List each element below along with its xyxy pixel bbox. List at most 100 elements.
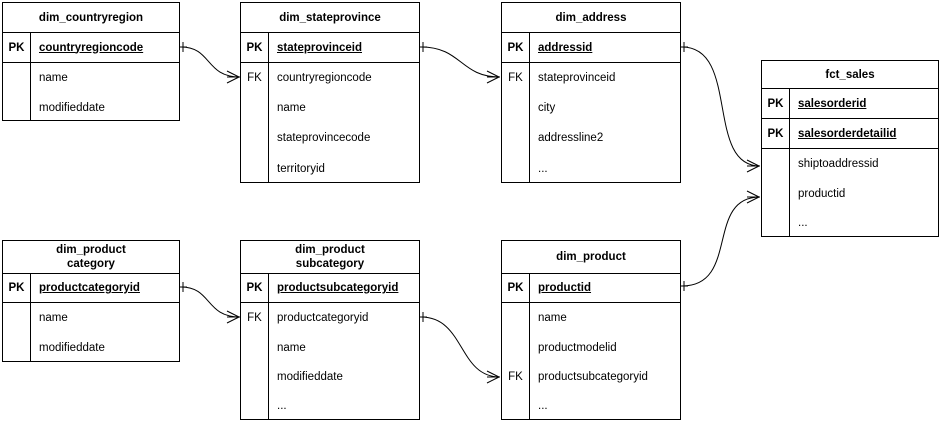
foreign-key-label: FK	[508, 72, 523, 84]
attribute-row[interactable]: ...	[762, 209, 938, 237]
attribute-row[interactable]: name	[241, 333, 419, 362]
attribute-name: productcategoryid	[277, 312, 369, 324]
relationship-line[interactable]	[420, 46, 501, 78]
attribute-row[interactable]: productmodelid	[502, 333, 680, 362]
attribute-name: name	[277, 341, 306, 354]
attribute-name: ...	[798, 217, 808, 229]
attribute-name: productid	[798, 188, 846, 200]
key-column-empty	[3, 303, 30, 333]
entity-title: dim_product subcategory	[241, 241, 419, 274]
key-column-divider	[529, 33, 530, 182]
entity-title: fct_sales	[762, 61, 938, 89]
attribute-row[interactable]: ...	[502, 153, 680, 184]
key-column-empty	[502, 303, 529, 333]
attribute-row[interactable]: PK productcategoryid	[3, 274, 179, 303]
attribute-row[interactable]: name	[3, 303, 179, 333]
attribute-name: countryregioncode	[277, 72, 372, 84]
cardinality-many-marker	[226, 70, 240, 84]
attribute-row[interactable]: shiptoaddressid	[762, 149, 938, 179]
attribute-row[interactable]: modifieddate	[3, 93, 179, 123]
attribute-name: stateprovinceid	[277, 41, 362, 54]
attribute-row[interactable]: name	[502, 303, 680, 333]
crowsfoot-prong-upper	[486, 70, 500, 78]
relationship-rel-stateprovince-address[interactable]	[419, 42, 501, 84]
attribute-row[interactable]: PK stateprovinceid	[241, 33, 419, 63]
primary-key-label: PK	[507, 41, 524, 54]
attribute-name: ...	[538, 162, 548, 175]
crowsfoot-prong-upper	[226, 310, 240, 318]
attribute-row[interactable]: ...	[241, 392, 419, 420]
entity-title: dim_stateprovince	[241, 3, 419, 33]
relationship-rel-product-fctsales[interactable]	[680, 190, 761, 291]
primary-key-label: PK	[767, 97, 784, 110]
primary-key-label: PK	[8, 41, 25, 54]
relationship-line[interactable]	[681, 46, 761, 167]
attribute-name: modifieddate	[277, 371, 343, 383]
attribute-name: city	[538, 102, 556, 114]
entity-title: dim_countryregion	[3, 3, 179, 33]
attribute-row[interactable]: productid	[762, 179, 938, 209]
relationship-line[interactable]	[681, 196, 761, 287]
attribute-row[interactable]: name	[3, 63, 179, 93]
key-column-empty	[3, 63, 30, 93]
relationship-rel-productcategory-productsubcategory[interactable]	[179, 282, 241, 324]
key-column-empty	[241, 333, 268, 362]
attribute-row[interactable]: PK salesorderdetailid	[762, 119, 938, 149]
attribute-row[interactable]: ...	[502, 392, 680, 420]
key-column-empty	[502, 123, 529, 153]
entity-title: dim_address	[502, 3, 680, 33]
attribute-row[interactable]: stateprovincecode	[241, 123, 419, 153]
attribute-row[interactable]: PK countryregioncode	[3, 33, 179, 63]
attribute-name: productcategoryid	[39, 282, 140, 294]
attribute-row[interactable]: territoryid	[241, 153, 419, 184]
relationship-rel-address-fctsales[interactable]	[680, 42, 761, 173]
attribute-row[interactable]: name	[241, 93, 419, 123]
attribute-name: productsubcategoryid	[538, 371, 648, 383]
key-column-empty	[502, 392, 529, 420]
attribute-row[interactable]: modifieddate	[3, 333, 179, 362]
key-column-empty	[241, 123, 268, 153]
primary-key-label: PK	[246, 41, 263, 54]
attribute-row[interactable]: modifieddate	[241, 362, 419, 392]
crowsfoot-prong-lower	[746, 165, 760, 173]
attribute-name: salesorderdetailid	[798, 127, 897, 140]
relationship-line[interactable]	[420, 316, 501, 378]
crowsfoot-prong-upper	[486, 370, 500, 378]
primary-key-label: PK	[767, 127, 784, 140]
cardinality-many-marker	[746, 159, 760, 173]
attribute-row[interactable]: addressline2	[502, 123, 680, 153]
attribute-row[interactable]: PK salesorderid	[762, 89, 938, 119]
attribute-name: name	[39, 312, 68, 324]
attribute-name: countryregioncode	[39, 41, 144, 54]
relationship-line[interactable]	[180, 46, 241, 78]
attribute-name: salesorderid	[798, 97, 867, 110]
relationship-rel-countryregion-stateprovince[interactable]	[179, 42, 241, 84]
primary-key-label: PK	[8, 282, 25, 294]
key-column-empty	[3, 93, 30, 123]
crowsfoot-prong-upper	[746, 159, 760, 167]
relationship-rel-productsubcategory-product[interactable]	[419, 312, 501, 384]
cardinality-many-marker	[746, 190, 760, 204]
attribute-row[interactable]: city	[502, 93, 680, 123]
key-column-empty	[502, 333, 529, 362]
relationship-line[interactable]	[180, 286, 241, 318]
key-column-empty	[762, 179, 789, 209]
